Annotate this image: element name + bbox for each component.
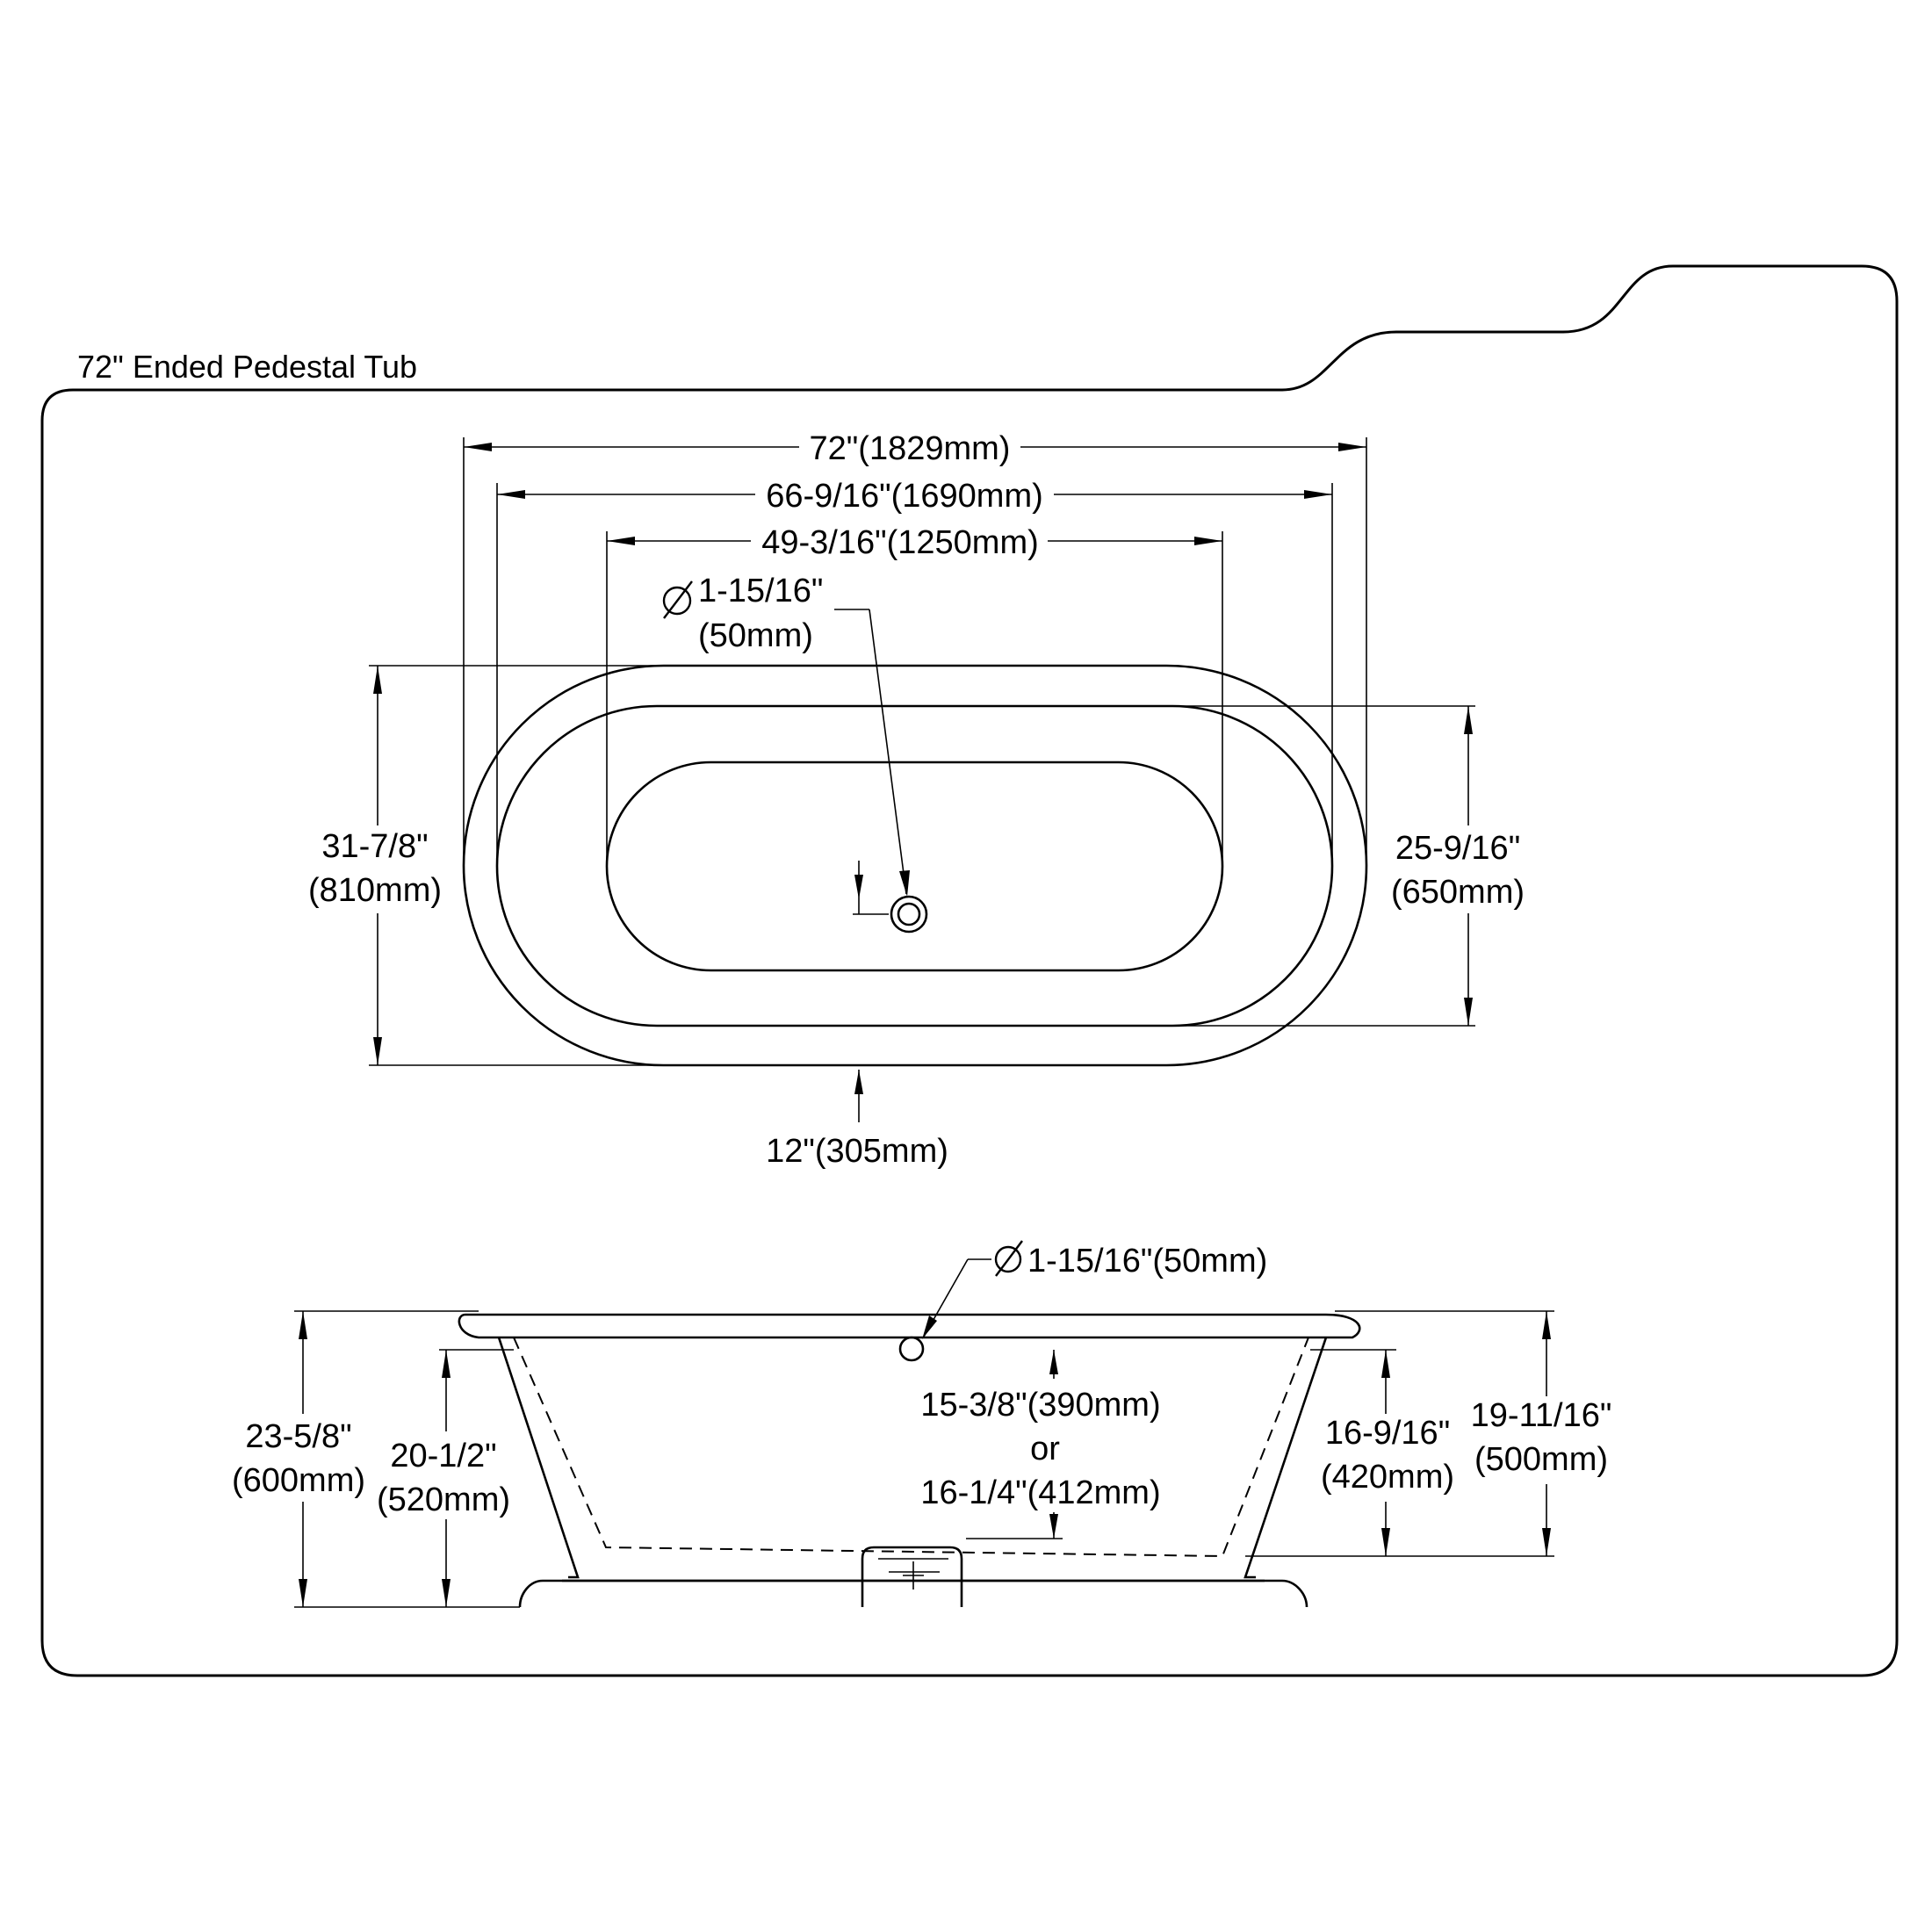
drain-diameter-mm-label-top: (50mm) bbox=[698, 617, 813, 654]
diameter-icon bbox=[662, 580, 693, 619]
drawing-title: 72" Ended Pedestal Tub bbox=[77, 349, 417, 385]
rim-length-label: 66-9/16"(1690mm) bbox=[766, 478, 1043, 515]
overall-width-mm-label: (810mm) bbox=[308, 872, 442, 909]
overall-width-label: 31-7/8" bbox=[321, 828, 428, 865]
top-view: 72"(1829mm) 66-9/16"(1690mm) 49-3/16"(12… bbox=[308, 430, 1541, 1170]
drawing-frame bbox=[40, 264, 1899, 1677]
body-height-label: 19-11/16" bbox=[1471, 1397, 1612, 1434]
drain-inner bbox=[897, 902, 921, 926]
side-view: 1-15/16"(50mm) 23-5/8" (600mm) 20-1/2" (… bbox=[232, 1240, 1625, 1608]
overflow-drain bbox=[898, 1336, 925, 1362]
diameter-icon bbox=[994, 1240, 1023, 1277]
pedestal-height-mm-label: (520mm) bbox=[377, 1481, 510, 1518]
tub-rim-profile bbox=[458, 1313, 1361, 1339]
water-depth-or-label: or bbox=[1030, 1431, 1060, 1467]
body-height-mm-label: (500mm) bbox=[1474, 1441, 1608, 1478]
drain-offset-label: 12"(305mm) bbox=[766, 1133, 948, 1170]
drain-diameter-label-top: 1-15/16" bbox=[698, 573, 823, 609]
water-depth-label-a: 15-3/8"(390mm) bbox=[920, 1387, 1160, 1424]
pedestal-height-label: 20-1/2" bbox=[390, 1438, 496, 1474]
overall-height-label: 23-5/8" bbox=[245, 1418, 351, 1455]
overall-height-mm-label: (600mm) bbox=[232, 1462, 365, 1499]
drain-housing bbox=[861, 1546, 963, 1607]
tub-body-profile bbox=[497, 1337, 1328, 1579]
drain-outer bbox=[890, 895, 928, 934]
interior-depth-mm-label: (420mm) bbox=[1321, 1459, 1454, 1496]
drain-diameter-label-side: 1-15/16"(50mm) bbox=[1027, 1243, 1267, 1280]
tub-interior-dashed bbox=[513, 1337, 1309, 1558]
basin-length-label: 49-3/16"(1250mm) bbox=[761, 524, 1039, 561]
tub-inner-rim bbox=[495, 704, 1334, 1027]
overall-length-label: 72"(1829mm) bbox=[810, 430, 1011, 467]
interior-depth-label: 16-9/16" bbox=[1325, 1415, 1450, 1452]
rim-width-label: 25-9/16" bbox=[1395, 830, 1520, 867]
tub-basin bbox=[605, 761, 1224, 972]
tub-outer-rim bbox=[462, 664, 1368, 1067]
rim-width-mm-label: (650mm) bbox=[1391, 874, 1525, 911]
water-depth-label-b: 16-1/4"(412mm) bbox=[920, 1474, 1160, 1511]
